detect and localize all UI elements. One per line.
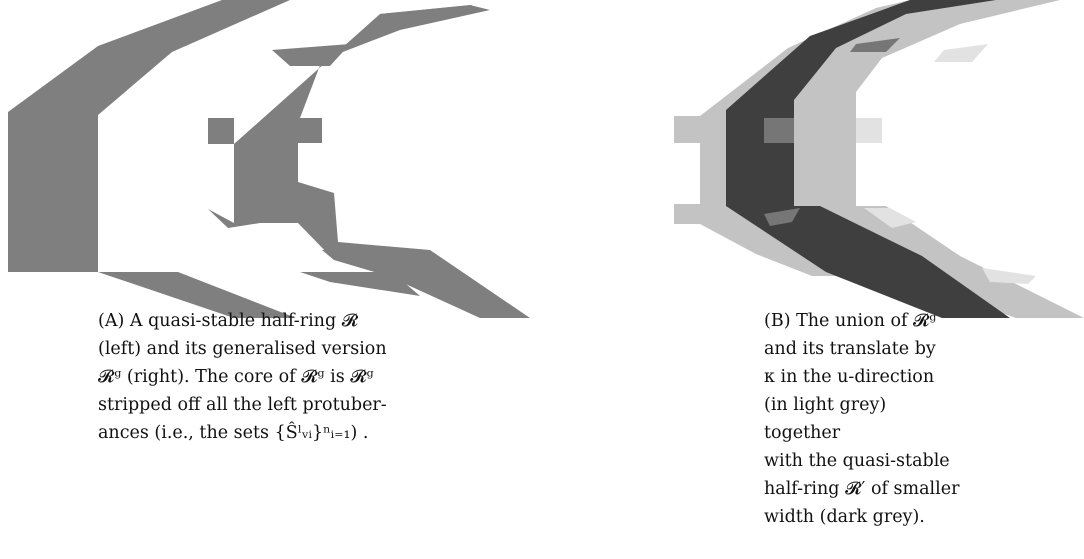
half-ring-rg [208, 5, 530, 318]
caption-b-line-2: and its translate by [764, 339, 936, 359]
caption-a-line-1: (A) A quasi-stable half-ring 𝓡 [98, 311, 359, 331]
caption-b-line-6: half-ring 𝓡′ of smaller [764, 479, 960, 499]
caption-b-line-3: κ in the u-direction [764, 367, 935, 387]
caption-b: (B) The union of 𝓡ᵍ and its translate by… [764, 307, 960, 531]
caption-a-tag: (A) [98, 311, 125, 331]
dark-grey-half-ring [726, 0, 1010, 318]
inner-patches [764, 38, 900, 226]
figure-a-half-rings [8, 0, 530, 318]
caption-a-line-5: ances (i.e., the sets {Ŝˡᵥᵢ}ⁿᵢ₌₁) . [98, 423, 369, 443]
lighter-patches [856, 44, 1036, 284]
caption-b-line-1: (B) The union of 𝓡ᵍ [764, 311, 937, 331]
caption-a-line-3: 𝓡ᵍ (right). The core of 𝓡ᵍ is 𝓡ᵍ [98, 367, 374, 387]
caption-b-tag: (B) [764, 311, 791, 331]
caption-b-line-7: width (dark grey). [764, 507, 925, 527]
caption-a: (A) A quasi-stable half-ring 𝓡 (left) an… [98, 307, 488, 447]
caption-b-line-4: (in light grey) together [764, 395, 887, 443]
half-ring-r [8, 0, 296, 318]
figure-b-union [674, 0, 1084, 318]
caption-a-line-2: (left) and its generalised version [98, 339, 387, 359]
caption-a-line-4: stripped off all the left protuber- [98, 395, 387, 415]
caption-b-line-5: with the quasi-stable [764, 451, 950, 471]
